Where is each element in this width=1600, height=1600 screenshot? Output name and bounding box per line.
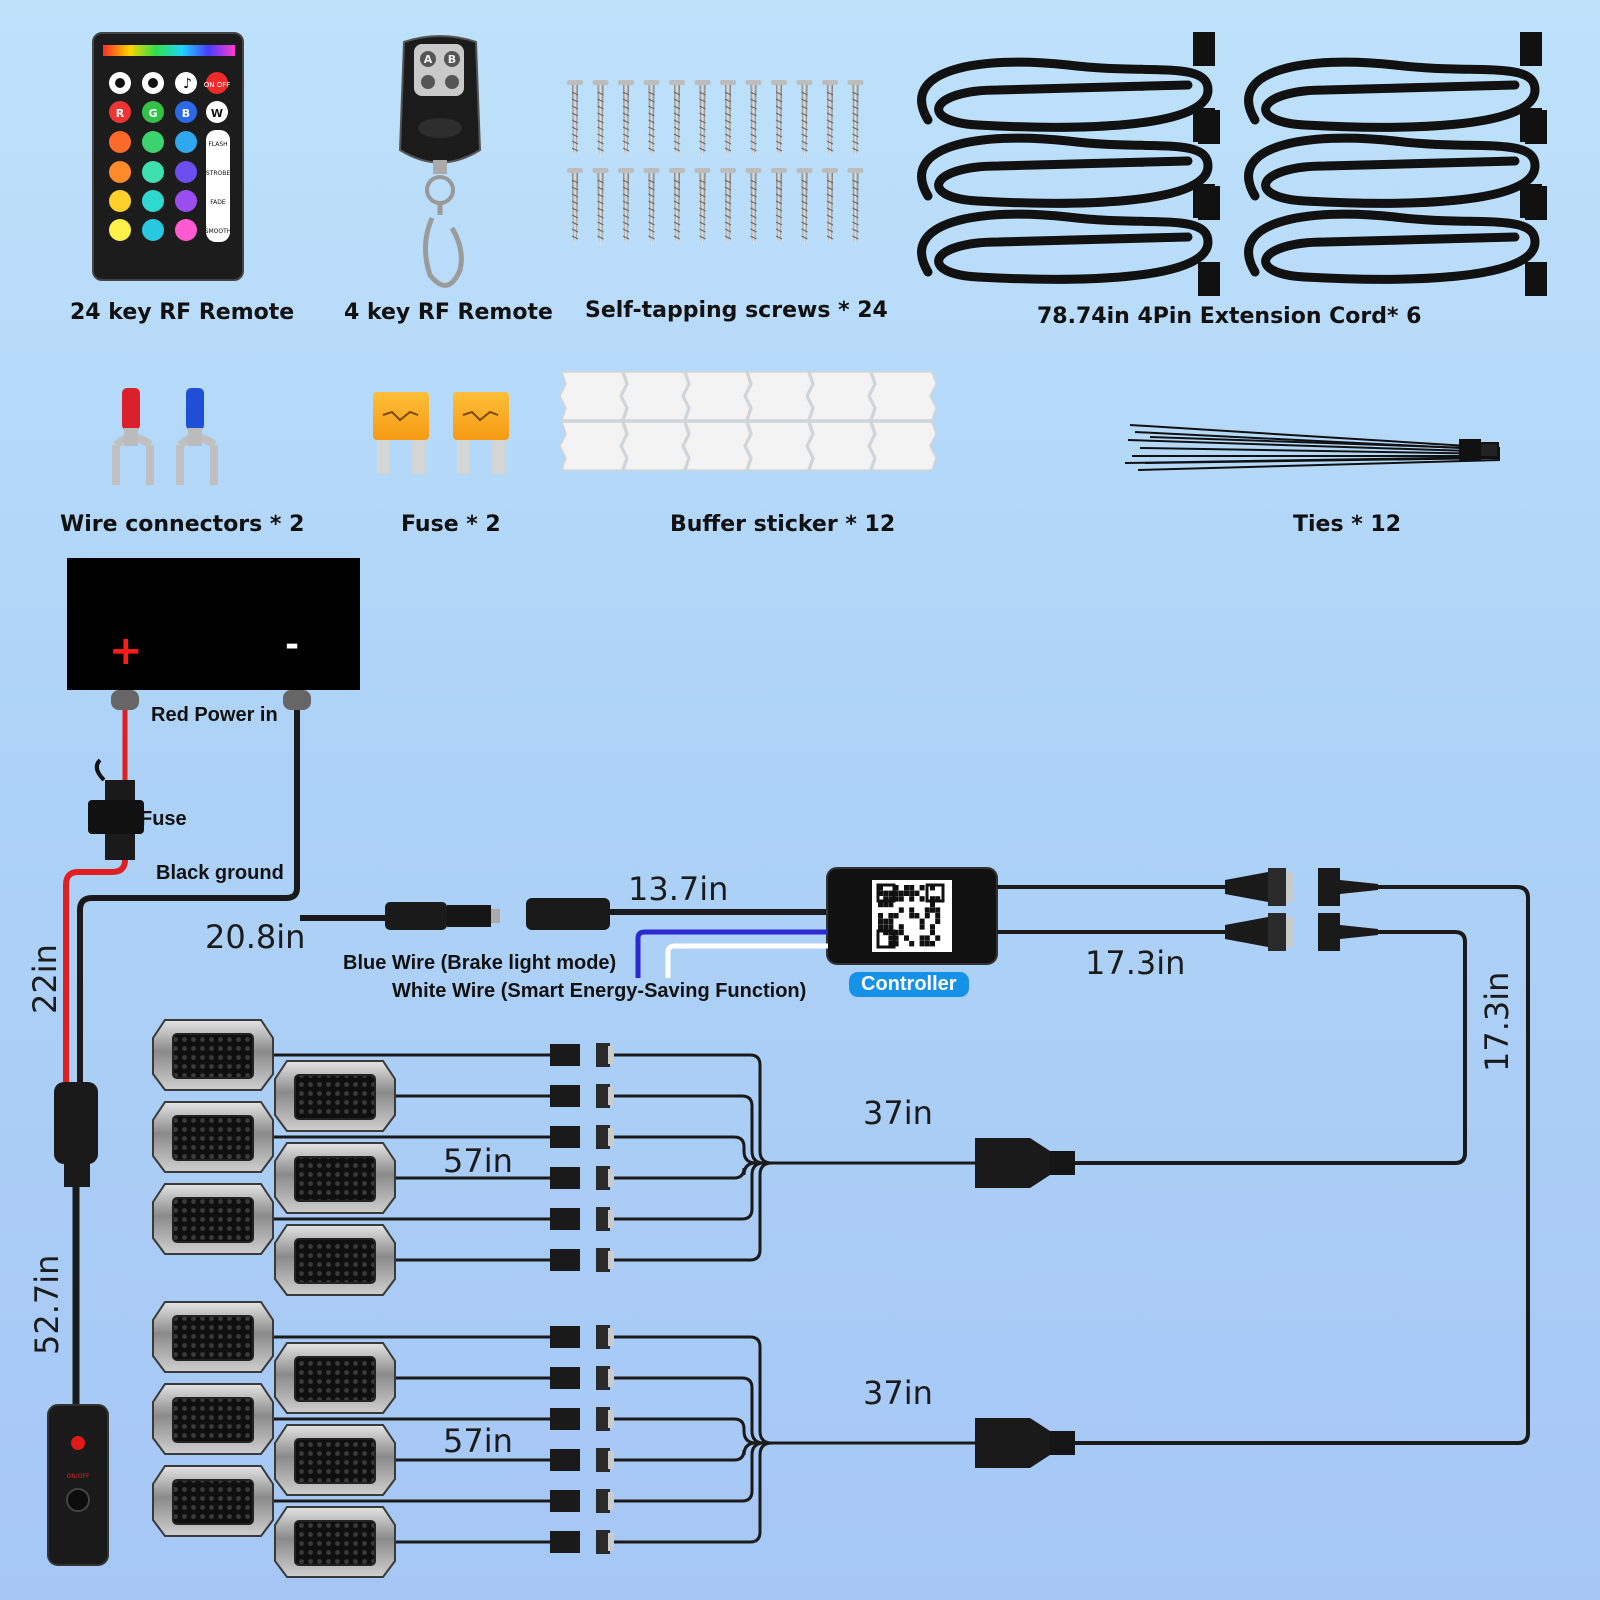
svg-text:♪: ♪ [183,76,192,92]
label-4-key-remote: 4 key RF Remote [344,300,553,325]
remote24-key-onoff: ON OFF [204,81,231,89]
battery-minus-sign: - [285,625,300,665]
dim-37in-group2: 37in [863,1374,933,1412]
controller-tag: Controller [849,972,969,997]
buffer-sticker-icon [559,371,937,471]
screws-icon [567,80,864,246]
dc-barrel-connector-icon [385,898,610,930]
dim-57in-group1: 57in [443,1142,513,1180]
dim-22in: 22in [26,944,64,1014]
label-blue-wire: Blue Wire (Brake light mode) [343,952,617,974]
remote-24-key-icon: ♪ [92,32,244,281]
wire-connector-icon [112,388,218,485]
4pin-connector-icon [1225,868,1378,951]
label-black-ground: Black ground [156,862,284,884]
battery-icon [67,558,360,710]
rock-light-group-2 [152,1301,1075,1578]
label-inline-fuse: Fuse [140,808,187,830]
dim-57in-group2: 57in [443,1422,513,1460]
remote24-key-fade: FADE [210,199,226,206]
label-white-wire: White Wire (Smart Energy-Saving Function… [392,980,807,1002]
harness-junction-icon [54,1082,98,1187]
remote24-key-flash: FLASH [208,141,227,148]
inline-fuse-holder-icon [88,758,144,860]
white-mode-wire [665,943,828,978]
dim-37in-group1: 37in [863,1094,933,1132]
label-wire-connectors: Wire connectors * 2 [60,512,305,537]
dim-17-3in-horizontal: 17.3in [1085,944,1186,982]
remote24-key-w: W [211,107,223,120]
fob-key-a: A [424,53,433,66]
controller-output-cables [997,885,1530,1445]
dim-52-7in: 52.7in [28,1254,66,1355]
switch-on-off-text: ON/OFF [67,1473,90,1480]
zip-ties-icon [1124,424,1501,471]
extension-cord-icon [917,32,1547,296]
power-wiring [63,710,830,1405]
dim-17-3in-vertical: 17.3in [1478,971,1516,1072]
rock-light-group-1 [152,1019,1075,1296]
remote24-key-smooth: SMOOTH [205,228,232,235]
remote24-key-b: B [182,107,190,120]
fuse-icon [373,392,509,474]
label-24-key-remote: 24 key RF Remote [70,300,295,325]
remote24-key-g: G [148,107,157,120]
label-extension-cord: 78.74in 4Pin Extension Cord* 6 [1037,304,1422,329]
battery-plus-sign: + [109,628,143,674]
dim-20-8in: 20.8in [205,918,306,956]
label-screws: Self-tapping screws * 24 [585,298,888,323]
on-off-switch-icon[interactable] [47,1404,109,1566]
label-red-power-in: Red Power in [151,704,278,726]
remote24-key-strobe: STROBE [206,170,230,177]
blue-mode-wire [635,929,828,978]
label-fuse: Fuse * 2 [401,512,501,537]
controller-icon [826,867,998,965]
dim-13-7in: 13.7in [628,870,729,908]
remote-4-key-fob-icon [398,35,482,288]
fob-key-b: B [448,53,456,66]
remote24-key-r: R [116,107,125,120]
label-buffer-sticker: Buffer sticker * 12 [670,512,896,537]
label-ties: Ties * 12 [1293,512,1402,537]
